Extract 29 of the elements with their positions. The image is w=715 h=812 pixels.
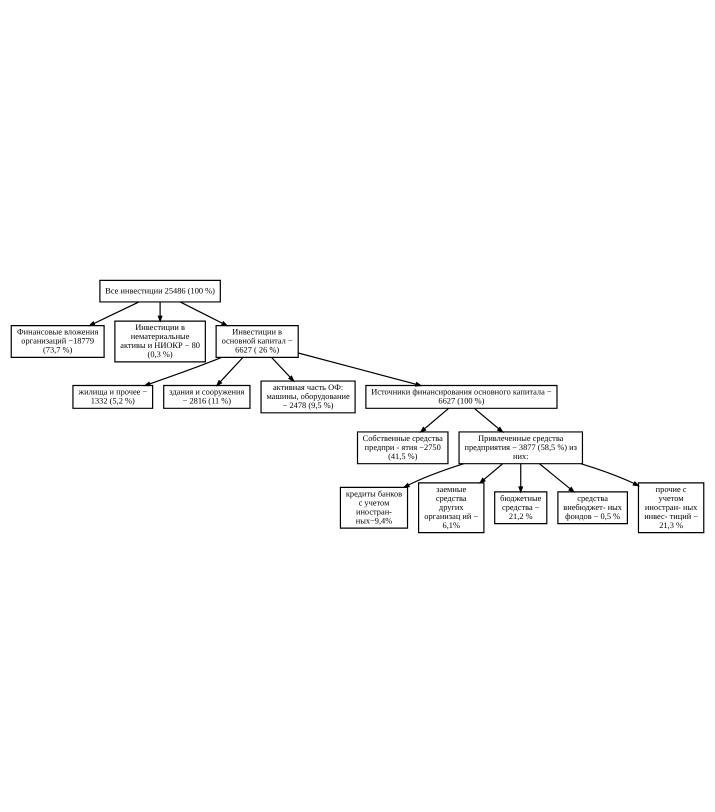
node-box: жилища и прочее − 1332 (5,2 %) (72, 384, 154, 408)
node-box: заемные средства других организац ий − 6,1% (418, 482, 484, 533)
arrow (419, 407, 450, 433)
node-box: Все инвестиции 25486 (100 %) (99, 279, 221, 302)
arrow (88, 301, 139, 326)
node-box: Финансовые вложения организаций −18779 (73,7 %) (10, 324, 105, 358)
node-box: бюджетные средства − 21,2 % (494, 490, 548, 524)
node-box: прочие с учетом иностран- ных инвес- тиций − 21,3 % (638, 482, 704, 533)
arrow (180, 301, 228, 326)
node-box: Привлеченные средства предприятия − 3877 (58,5 %) из них: (458, 430, 584, 464)
node-box: Источники финансирования основного капитала − 6627 (100 %) (365, 384, 558, 408)
arrow (474, 407, 504, 433)
node-box: средства внебюджет- ных фондов − 0,5 % (557, 490, 628, 524)
node-box: кредиты банков с учетом иностран- ных−9,4% (340, 486, 408, 528)
arrow (539, 462, 576, 492)
arrow (518, 463, 524, 494)
node-box: Инвестиции в нематериальные активы и НИОКР − 80 (0,3 %) (114, 320, 206, 362)
arrow (271, 356, 295, 382)
arrow (478, 462, 503, 484)
node-box: Инвестиции в основной капитал − 6627 ( 26 %) (216, 324, 299, 358)
node-box: Собственные средства предпри - ятия −2750 (41,5 %) (356, 430, 449, 464)
node-box: активная часть ОФ: машины, оборудование − 2478 (9,5 %) (260, 380, 356, 413)
arrow (580, 462, 640, 486)
arrow (216, 356, 244, 386)
arrow (402, 462, 464, 488)
node-box: здания и сооружения − 2816 (11 %) (163, 384, 251, 408)
arrow (158, 302, 163, 322)
arrow (298, 352, 423, 386)
arrow (143, 356, 222, 386)
